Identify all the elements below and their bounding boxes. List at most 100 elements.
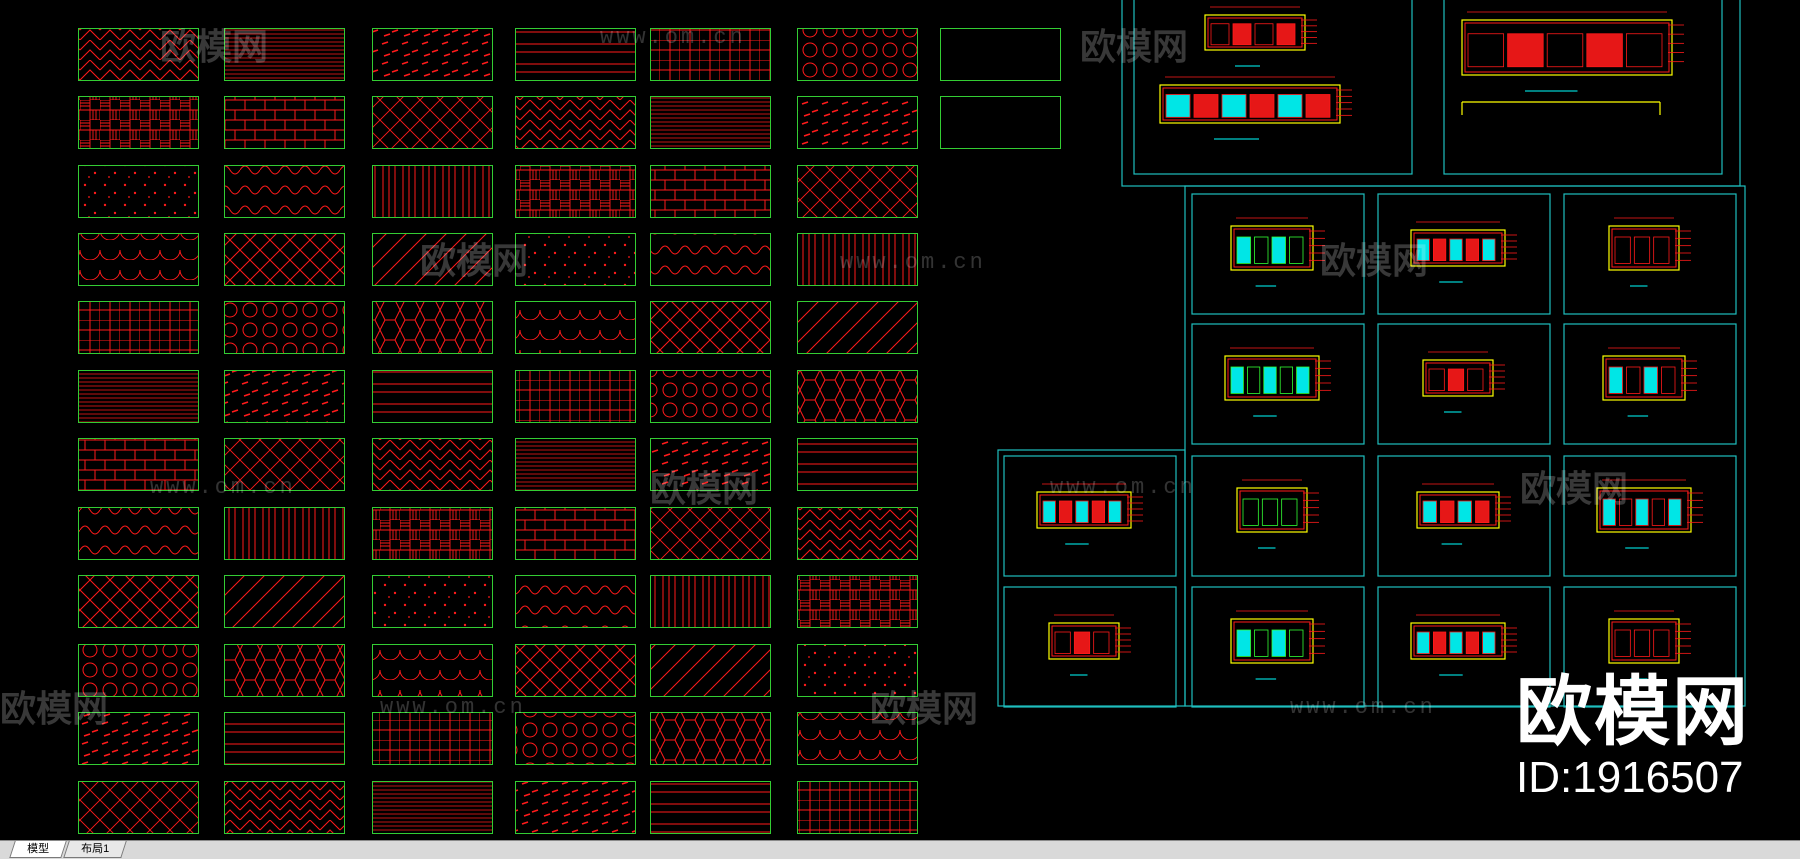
- hatch-pattern-swatch[interactable]: [650, 781, 771, 834]
- hatch-pattern-swatch[interactable]: [224, 507, 345, 560]
- hatch-pattern-swatch[interactable]: [372, 781, 493, 834]
- hatch-pattern-swatch[interactable]: [797, 712, 918, 765]
- hatch-pattern-swatch[interactable]: [224, 712, 345, 765]
- hatch-pattern-swatch[interactable]: [650, 507, 771, 560]
- hatch-pattern-swatch[interactable]: [224, 370, 345, 423]
- hatch-pattern-swatch[interactable]: [515, 507, 636, 560]
- elevation-drawing[interactable]: [1608, 610, 1691, 680]
- hatch-pattern-swatch[interactable]: [797, 575, 918, 628]
- hatch-pattern-swatch[interactable]: [797, 28, 918, 81]
- hatch-pattern-swatch[interactable]: [224, 644, 345, 697]
- hatch-pattern-swatch[interactable]: [515, 28, 636, 81]
- drawing-sheet[interactable]: [1191, 193, 1365, 315]
- elevation-drawing[interactable]: [1230, 610, 1325, 680]
- elevation-drawing[interactable]: [1048, 614, 1131, 676]
- hatch-pattern-swatch[interactable]: [78, 507, 199, 560]
- hatch-pattern-swatch[interactable]: [650, 575, 771, 628]
- hatch-pattern-swatch[interactable]: [78, 165, 199, 218]
- tab-model[interactable]: 模型: [9, 841, 67, 858]
- hatch-pattern-swatch[interactable]: [78, 28, 199, 81]
- hatch-pattern-swatch[interactable]: [515, 575, 636, 628]
- drawing-sheet[interactable]: [1377, 455, 1551, 577]
- hatch-pattern-swatch[interactable]: [515, 370, 636, 423]
- hatch-pattern-swatch[interactable]: [797, 96, 918, 149]
- hatch-pattern-swatch[interactable]: [797, 301, 918, 354]
- hatch-pattern-swatch[interactable]: [372, 712, 493, 765]
- elevation-drawing[interactable]: [1602, 347, 1697, 417]
- hatch-pattern-swatch[interactable]: [372, 165, 493, 218]
- elevation-drawing[interactable]: [1204, 6, 1317, 67]
- drawing-sheet[interactable]: [1563, 323, 1737, 445]
- hatch-pattern-swatch[interactable]: [650, 370, 771, 423]
- hatch-pattern-swatch[interactable]: [372, 644, 493, 697]
- drawing-sheet[interactable]: [1563, 586, 1737, 708]
- hatch-pattern-swatch[interactable]: [515, 301, 636, 354]
- drawing-sheet[interactable]: [1191, 455, 1365, 577]
- hatch-pattern-swatch[interactable]: [78, 781, 199, 834]
- elevation-drawing[interactable]: [1230, 217, 1325, 287]
- model-space-canvas[interactable]: 欧模网 欧模网 欧模网 欧模网 欧模网 欧模网 欧模网 欧模网 www.om.c…: [0, 0, 1800, 840]
- hatch-pattern-swatch[interactable]: [797, 233, 918, 286]
- hatch-pattern-swatch[interactable]: [797, 781, 918, 834]
- drawing-sheet[interactable]: [1191, 323, 1365, 445]
- elevation-drawing[interactable]: [1236, 479, 1319, 549]
- hatch-pattern-swatch[interactable]: [797, 165, 918, 218]
- hatch-pattern-swatch[interactable]: [650, 96, 771, 149]
- hatch-pattern-swatch[interactable]: [372, 438, 493, 491]
- hatch-pattern-swatch[interactable]: [78, 233, 199, 286]
- hatch-pattern-swatch[interactable]: [372, 96, 493, 149]
- hatch-pattern-swatch[interactable]: [372, 575, 493, 628]
- hatch-pattern-swatch[interactable]: [78, 712, 199, 765]
- tab-layout1[interactable]: 布局1: [63, 841, 127, 858]
- drawing-sheet[interactable]: [1377, 323, 1551, 445]
- elevation-drawing[interactable]: [1410, 614, 1517, 676]
- hatch-pattern-swatch[interactable]: [650, 438, 771, 491]
- hatch-pattern-swatch[interactable]: [224, 575, 345, 628]
- drawing-sheet[interactable]: [1377, 586, 1551, 708]
- hatch-pattern-swatch[interactable]: [940, 28, 1061, 81]
- drawing-sheet[interactable]: [1377, 193, 1551, 315]
- elevation-drawing[interactable]: [1422, 351, 1505, 413]
- hatch-pattern-swatch[interactable]: [797, 370, 918, 423]
- hatch-pattern-swatch[interactable]: [78, 575, 199, 628]
- hatch-pattern-swatch[interactable]: [515, 438, 636, 491]
- hatch-pattern-swatch[interactable]: [224, 781, 345, 834]
- hatch-pattern-swatch[interactable]: [515, 233, 636, 286]
- hatch-pattern-swatch[interactable]: [224, 96, 345, 149]
- hatch-pattern-swatch[interactable]: [650, 301, 771, 354]
- hatch-pattern-swatch[interactable]: [650, 165, 771, 218]
- cad-drawing[interactable]: [0, 0, 1800, 840]
- hatch-pattern-swatch[interactable]: [372, 28, 493, 81]
- hatch-pattern-swatch[interactable]: [78, 301, 199, 354]
- drawing-sheet[interactable]: [1003, 455, 1177, 577]
- hatch-pattern-swatch[interactable]: [515, 644, 636, 697]
- hatch-pattern-swatch[interactable]: [224, 301, 345, 354]
- hatch-pattern-swatch[interactable]: [224, 165, 345, 218]
- drawing-sheet[interactable]: [1563, 455, 1737, 577]
- hatch-pattern-swatch[interactable]: [372, 233, 493, 286]
- elevation-drawing[interactable]: [1224, 347, 1331, 417]
- hatch-pattern-swatch[interactable]: [650, 233, 771, 286]
- hatch-pattern-swatch[interactable]: [78, 438, 199, 491]
- hatch-pattern-swatch[interactable]: [940, 96, 1061, 149]
- hatch-pattern-swatch[interactable]: [515, 165, 636, 218]
- hatch-pattern-swatch[interactable]: [78, 644, 199, 697]
- hatch-pattern-swatch[interactable]: [372, 507, 493, 560]
- elevation-drawing[interactable]: [1461, 11, 1684, 92]
- hatch-pattern-swatch[interactable]: [797, 644, 918, 697]
- hatch-pattern-swatch[interactable]: [372, 370, 493, 423]
- hatch-pattern-swatch[interactable]: [224, 233, 345, 286]
- elevation-drawing[interactable]: [1410, 221, 1517, 283]
- hatch-pattern-swatch[interactable]: [372, 301, 493, 354]
- elevation-drawing[interactable]: [1036, 483, 1143, 545]
- drawing-sheet[interactable]: [1443, 0, 1723, 175]
- hatch-pattern-swatch[interactable]: [797, 438, 918, 491]
- hatch-pattern-swatch[interactable]: [224, 28, 345, 81]
- hatch-pattern-swatch[interactable]: [78, 96, 199, 149]
- hatch-pattern-swatch[interactable]: [224, 438, 345, 491]
- drawing-sheet[interactable]: [1003, 586, 1177, 708]
- elevation-drawing[interactable]: [1596, 479, 1703, 549]
- hatch-pattern-swatch[interactable]: [515, 96, 636, 149]
- hatch-pattern-swatch[interactable]: [797, 507, 918, 560]
- drawing-sheet[interactable]: [1191, 586, 1365, 708]
